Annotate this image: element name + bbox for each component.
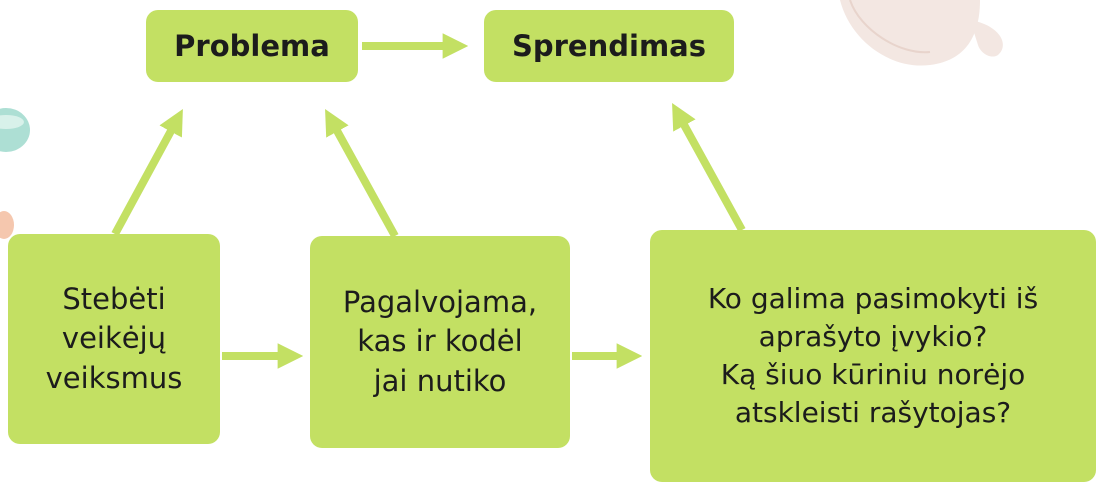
node-pasimokyti: Ko galima pasimokyti iš aprašyto įvykio?… <box>650 230 1096 482</box>
node-pasimokyti-line-4: atskleisti rašytojas? <box>734 396 1012 430</box>
node-pasimokyti-line-3: Ką šiuo kūriniu norėjo <box>720 358 1026 391</box>
node-problema: Problema <box>146 10 358 82</box>
node-pasimokyti-line-2: aprašyto įvykio? <box>758 319 988 353</box>
node-stebeti-line-3: veiksmus <box>45 360 183 395</box>
node-stebeti-line-1: Stebėti <box>62 281 166 316</box>
node-pagalvojama-line-3: jai nutiko <box>373 363 507 398</box>
node-stebeti-line-2: veikėjų <box>61 321 167 356</box>
node-problema-label: Problema <box>174 29 330 63</box>
teacup-illustration <box>0 108 30 239</box>
node-pagalvojama-line-1: Pagalvojama, <box>342 284 538 319</box>
node-pasimokyti-line-1: Ko galima pasimokyti iš <box>707 281 1039 315</box>
node-pagalvojama: Pagalvojama, kas ir kodėl jai nutiko <box>310 236 570 448</box>
node-pagalvojama-line-2: kas ir kodėl <box>357 324 523 359</box>
node-stebeti: Stebėti veikėjų veiksmus <box>8 234 220 444</box>
bunny-illustration <box>840 0 1003 66</box>
arrow-stebeti-to-problema <box>111 109 183 236</box>
node-sprendimas-label: Sprendimas <box>511 29 706 63</box>
arrow-pasimokyti-to-sprendimas <box>672 103 746 232</box>
node-sprendimas: Sprendimas <box>484 10 734 82</box>
arrow-pagalvojama-to-problema <box>325 109 399 238</box>
